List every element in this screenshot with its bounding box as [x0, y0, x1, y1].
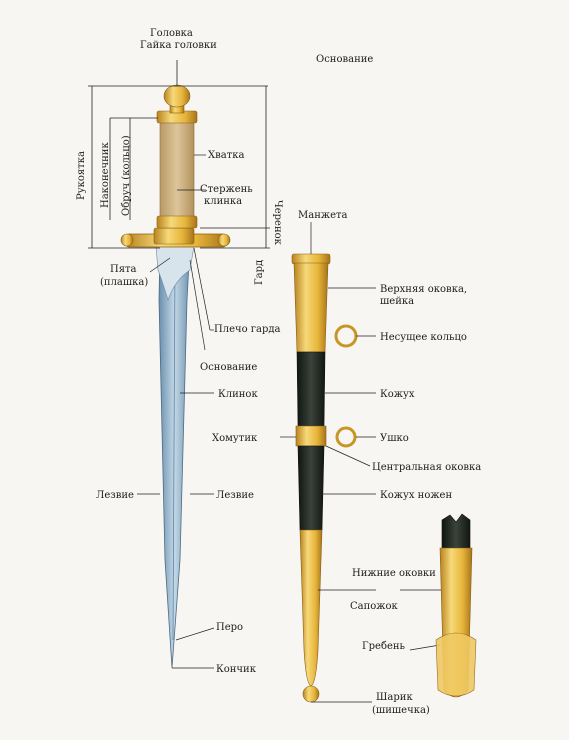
- label-plecho: Плечо гарда: [214, 324, 281, 335]
- scabbard-upper-cover: [296, 351, 326, 427]
- label-gard: Гард: [254, 260, 265, 285]
- scabbard-throat: [291, 253, 331, 265]
- scabbard-lower-cover: [297, 445, 325, 531]
- label-sapozhok: Сапожок: [350, 601, 399, 612]
- label-nizhnie: Нижние оковки: [352, 568, 436, 579]
- pommel: [163, 84, 191, 108]
- leader-lines-dirk: [137, 154, 215, 669]
- label-manzheta: Манжета: [298, 210, 348, 221]
- label-nakonechnik: Наконечник: [100, 142, 111, 208]
- label-gaika: Гайка головки: [140, 40, 217, 51]
- label-ushko: Ушко: [380, 433, 409, 444]
- grip: [159, 121, 195, 229]
- label-lezvie-right: Лезвие: [216, 490, 254, 501]
- label-pyata2: (плашка): [100, 277, 148, 288]
- scabbard-central-fitting: [295, 425, 327, 447]
- label-cherenok: Черенок: [272, 200, 283, 246]
- carrying-ring: [334, 324, 358, 348]
- label-greben: Гребень: [362, 641, 406, 652]
- label-verkh2: шейка: [380, 296, 414, 307]
- label-pero: Перо: [216, 622, 243, 633]
- scabbard: [291, 253, 358, 703]
- dirk: [120, 84, 231, 669]
- chape-detail-crest: [435, 632, 477, 697]
- label-sterzhen1: Стержень: [200, 184, 253, 195]
- scabbard-chape: [299, 529, 323, 687]
- label-pyata1: Пята: [110, 264, 137, 275]
- guard-block: [153, 227, 195, 245]
- label-osnovanie-blade: Основание: [200, 362, 257, 373]
- label-obruch: Обруч (кольцо): [121, 135, 132, 216]
- label-lezvie-left: Лезвие: [96, 490, 134, 501]
- label-rukoyatka: Рукоятка: [76, 151, 87, 200]
- labels: Головка Гайка головки Основание Рукоятка…: [76, 28, 481, 716]
- loop-ring: [335, 426, 357, 448]
- label-nesushchee: Несущее кольцо: [380, 332, 467, 343]
- label-khvatka: Хватка: [208, 150, 244, 161]
- chape-detail: [435, 513, 477, 698]
- crossguard-left-ball: [120, 233, 134, 247]
- label-kozhukh-nozhen: Кожух ножен: [380, 490, 452, 501]
- label-sterzhen2: клинка: [204, 196, 242, 207]
- label-tsentr: Центральная оковка: [372, 462, 481, 473]
- label-verkh1: Верхняя оковка,: [380, 284, 467, 295]
- chape-detail-cover: [441, 513, 471, 549]
- scabbard-ball: [302, 685, 320, 703]
- dimension-lines: [88, 60, 270, 249]
- crossguard-right-ball: [217, 233, 231, 247]
- label-konchik: Кончик: [216, 664, 257, 675]
- grip-ring-bottom: [156, 215, 198, 229]
- label-sharik1: Шарик: [376, 692, 413, 703]
- label-klinok: Клинок: [218, 389, 258, 400]
- label-khomutik: Хомутик: [212, 433, 258, 444]
- label-osnovanie-top: Основание: [316, 54, 373, 65]
- blade-heel: [155, 245, 195, 301]
- label-sharik2: (шишечка): [372, 705, 430, 716]
- label-golovka: Головка: [150, 28, 193, 39]
- label-kozhukh: Кожух: [380, 389, 415, 400]
- blade-ridge: [172, 259, 176, 641]
- scabbard-upper-fitting: [293, 262, 329, 353]
